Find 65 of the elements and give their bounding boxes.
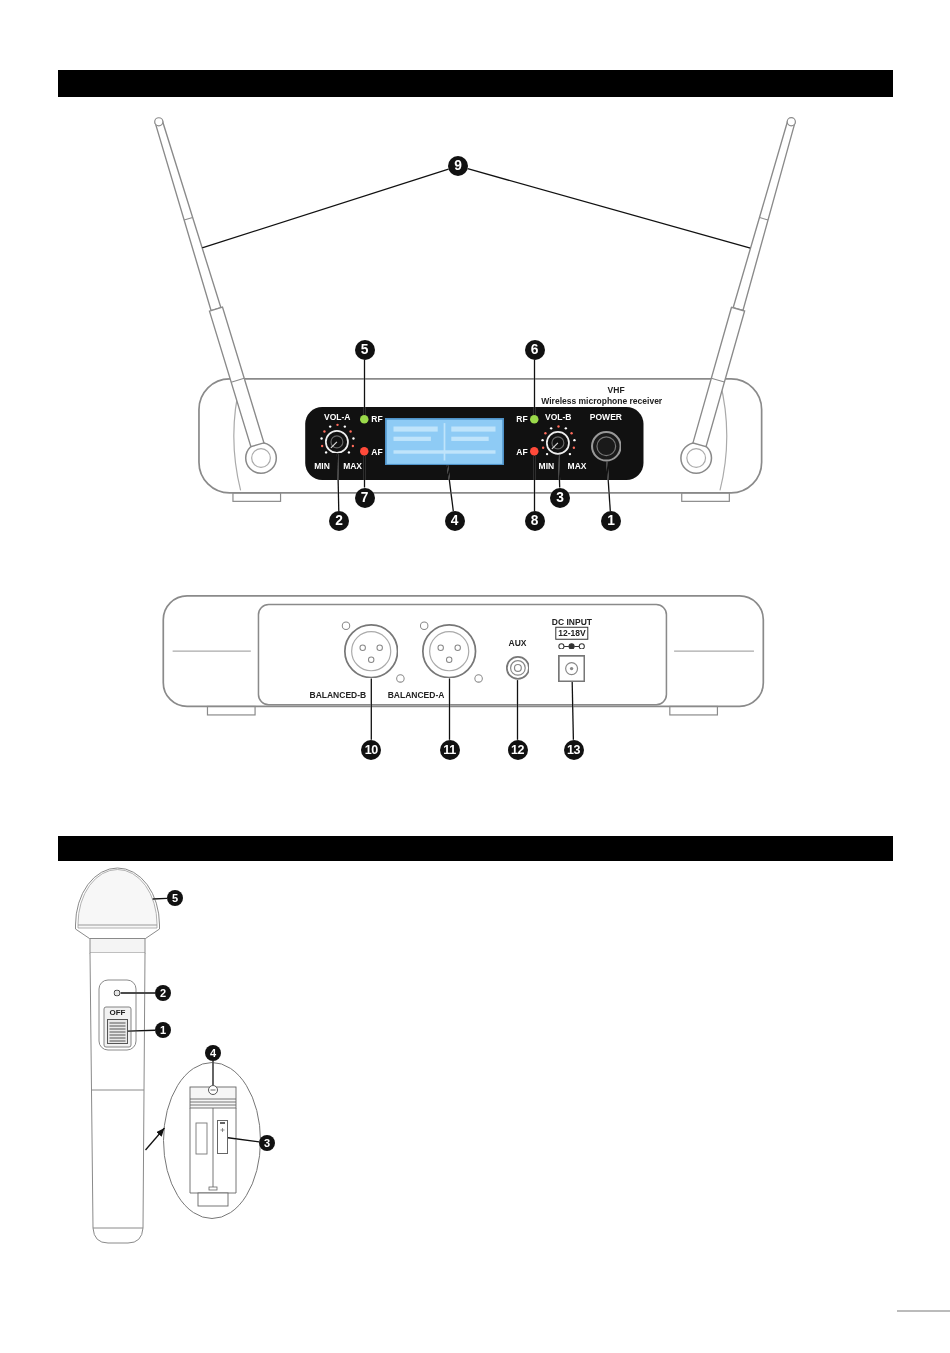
callout-number: 12: [507, 739, 528, 760]
callout-number: 8: [524, 511, 545, 532]
lcd-display: [384, 417, 504, 466]
panel-label: MIN: [538, 461, 555, 471]
callout-number: 1: [601, 511, 621, 532]
antenna: [152, 115, 266, 449]
panel-label: RF: [371, 415, 383, 424]
status-led: [530, 415, 539, 424]
status-led: [360, 415, 369, 424]
callout-number: 1: [155, 1022, 171, 1038]
callout-number: 5: [167, 890, 183, 906]
arrow: [144, 1127, 166, 1151]
leader-line: [119, 992, 156, 994]
status-led: [530, 447, 539, 456]
panel-label: VOL-A: [324, 412, 351, 421]
leader-line: [151, 897, 168, 900]
panel-label: RF: [516, 415, 528, 424]
panel-label: VOL-B: [545, 412, 572, 421]
power-button: [590, 431, 622, 462]
panel-label: AF: [516, 447, 528, 456]
microphone: [75, 866, 161, 1244]
leader-line: [363, 455, 366, 489]
leader-line: [212, 1060, 214, 1086]
leader-line: [516, 679, 519, 741]
callout-number: 11: [439, 739, 460, 760]
leader-line: [363, 358, 366, 416]
callout-number: 5: [354, 339, 375, 360]
xlr-socket: [344, 624, 399, 679]
callout-number: 9: [448, 156, 468, 176]
panel-label: MAX: [343, 461, 363, 471]
leader-line: [127, 1029, 156, 1032]
slide-switch: [107, 1019, 128, 1044]
microphone-grille: [78, 869, 157, 928]
switch-label: OFF: [109, 1009, 126, 1017]
status-led: [360, 447, 369, 456]
leader-line: [533, 358, 536, 416]
leader-line: [467, 168, 752, 249]
screw-head: [208, 1085, 218, 1095]
connector-label: BALANCED-A: [387, 691, 445, 700]
panel-label: MAX: [567, 461, 587, 471]
callout-number: 13: [563, 739, 584, 760]
leader-line: [606, 461, 611, 512]
leader-line: [201, 168, 450, 249]
leader-line: [370, 677, 372, 741]
connector-label: AUX: [508, 638, 527, 647]
indicator-led: [114, 990, 120, 996]
panel-label: MIN: [314, 461, 330, 471]
power-jack: [558, 654, 586, 682]
leader-line: [571, 681, 575, 741]
callout-number: 3: [259, 1135, 275, 1151]
callout-number: 6: [524, 339, 545, 360]
callout-number: 4: [444, 511, 465, 532]
callout-number: 2: [155, 985, 171, 1001]
callout-number: 2: [329, 511, 349, 532]
callout-number: 10: [361, 739, 382, 760]
xlr-socket: [422, 624, 477, 679]
connector-label: DC INPUT: [551, 618, 592, 627]
product-description: Wireless microphone receiver: [541, 397, 663, 406]
panel-label: POWER: [589, 412, 622, 421]
panel-label: AF: [371, 447, 383, 456]
band-label: VHF: [607, 386, 625, 395]
callout-number: 4: [205, 1045, 221, 1061]
leader-line: [448, 677, 451, 741]
leader-line: [533, 455, 536, 512]
connector-label: BALANCED-B: [309, 691, 367, 700]
